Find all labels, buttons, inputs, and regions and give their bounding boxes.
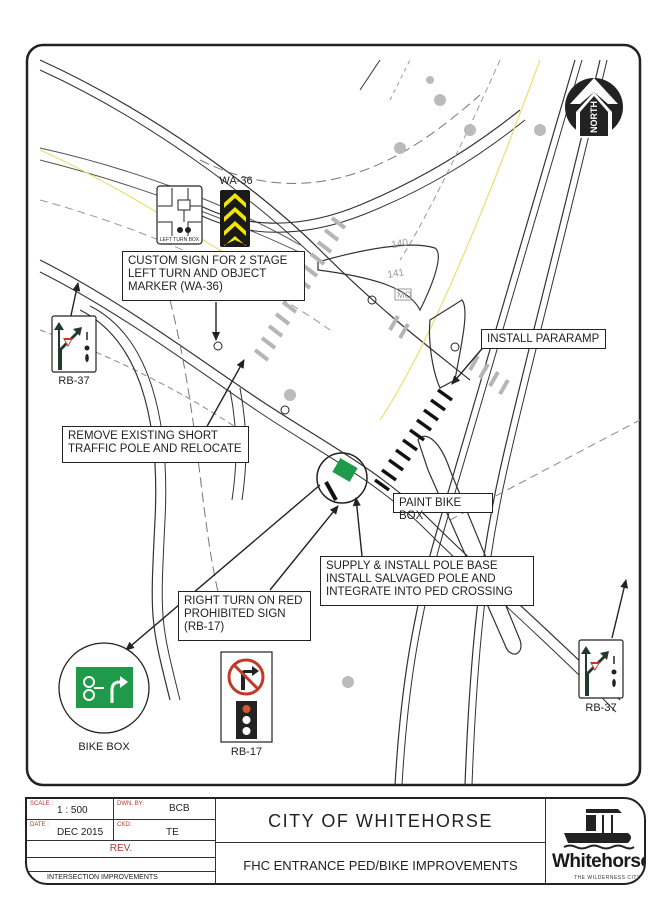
date-cell: DATE : DEC 2015 bbox=[27, 820, 114, 841]
leader-lines bbox=[69, 282, 629, 651]
project-cell: FHC ENTRANCE PED/BIKE IMPROVEMENTS bbox=[216, 843, 546, 883]
city-cell: CITY OF WHITEHORSE bbox=[216, 799, 546, 843]
wa36-label: WA-36 bbox=[219, 175, 253, 187]
median-island-north bbox=[317, 244, 439, 312]
logo-cell: Whitehorse THE WILDERNESS CITY bbox=[546, 799, 646, 883]
callout-custom-sign: CUSTOM SIGN FOR 2 STAGE LEFT TURN AND OB… bbox=[122, 251, 305, 301]
checked-label: CKD: bbox=[117, 822, 132, 828]
scale-label: SCALE : bbox=[30, 801, 54, 807]
rev-label: REV. bbox=[109, 843, 133, 854]
callout-install-pararamp: INSTALL PARARAMP bbox=[481, 329, 606, 349]
section-cell: INTERSECTION IMPROVEMENTS bbox=[27, 872, 216, 883]
checked-value: TE bbox=[166, 827, 179, 838]
city-name: CITY OF WHITEHORSE bbox=[268, 811, 493, 831]
drawn-by-value: BCB bbox=[169, 803, 190, 814]
callout-right-turn-red: RIGHT TURN ON RED PROHIBITED SIGN (RB-17… bbox=[178, 591, 311, 641]
logo-wordmark: Whitehorse bbox=[552, 851, 646, 872]
callout-paint-bike-box: PAINT BIKE BOX bbox=[393, 493, 493, 522]
median-island-south bbox=[417, 435, 522, 655]
logo-tagline: THE WILDERNESS CITY bbox=[574, 875, 641, 881]
crosswalk-new bbox=[373, 388, 454, 492]
rb37-right-label: RB-37 bbox=[585, 702, 617, 714]
left-turn-box-sign bbox=[156, 185, 203, 245]
crosswalk-existing bbox=[253, 216, 510, 395]
callout-supply-install-pole: SUPPLY & INSTALL POLE BASE INSTALL SALVA… bbox=[320, 556, 534, 606]
rb17-label: RB-17 bbox=[230, 746, 263, 758]
rb17-sign bbox=[220, 651, 273, 743]
rev-cell: REV. bbox=[27, 841, 216, 858]
drawn-by-cell: DWN. BY: BCB bbox=[114, 799, 216, 820]
rb37-sign-right bbox=[578, 639, 624, 699]
project-title: FHC ENTRANCE PED/BIKE IMPROVEMENTS bbox=[243, 858, 518, 873]
station-label-140: 140 bbox=[391, 237, 410, 251]
scale-value: 1 : 500 bbox=[57, 805, 88, 816]
survey-points bbox=[284, 76, 546, 688]
rb37-left-label: RB-37 bbox=[58, 375, 90, 387]
scale-cell: SCALE : 1 : 500 bbox=[27, 799, 114, 820]
north-arrow bbox=[565, 78, 623, 138]
drawn-by-label: DWN. BY: bbox=[117, 801, 145, 807]
left-turn-box-caption: LEFT TURN BOX bbox=[159, 237, 200, 243]
rev-blank-cell bbox=[27, 858, 216, 872]
bike-box-detail bbox=[58, 642, 150, 734]
date-label: DATE : bbox=[30, 822, 49, 828]
mo-label: MO bbox=[397, 290, 412, 300]
bike-box-detail-circle bbox=[316, 452, 368, 504]
section-label: INTERSECTION IMPROVEMENTS bbox=[47, 874, 158, 881]
title-block: SCALE : 1 : 500 DWN. BY: BCB DATE : DEC … bbox=[25, 797, 646, 885]
existing-pole bbox=[213, 341, 223, 351]
sternwheeler-logo-icon bbox=[563, 809, 635, 850]
callout-remove-pole: REMOVE EXISTING SHORT TRAFFIC POLE AND R… bbox=[62, 426, 249, 463]
date-value: DEC 2015 bbox=[57, 827, 104, 838]
rb37-sign-left bbox=[51, 315, 97, 373]
north-label: NORTH bbox=[589, 101, 599, 133]
station-label-141: 141 bbox=[387, 267, 406, 281]
checked-cell: CKD: TE bbox=[114, 820, 216, 841]
bike-box-marking-small bbox=[332, 458, 358, 482]
wa36-object-marker-sign bbox=[220, 190, 250, 247]
bike-box-label: BIKE BOX bbox=[78, 741, 130, 753]
